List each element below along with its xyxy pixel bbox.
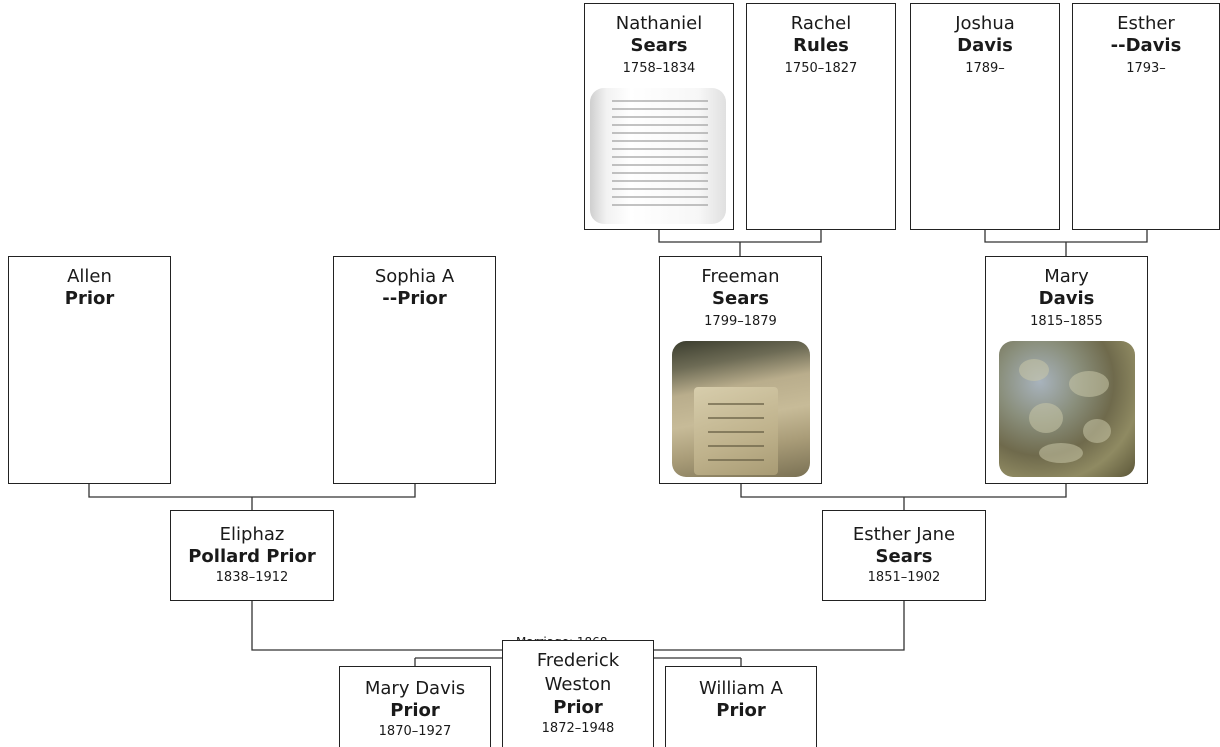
gravestone-photo[interactable] [999, 341, 1135, 477]
surname: --Prior [382, 288, 447, 309]
surname: Sears [875, 546, 933, 567]
person-card-mary[interactable]: Mary Davis 1815–1855 [985, 256, 1148, 484]
given-name: Allen [67, 266, 112, 287]
person-card-nathaniel[interactable]: Nathaniel Sears 1758–1834 [584, 3, 734, 230]
surname: Prior [553, 697, 603, 718]
life-years: 1838–1912 [215, 570, 289, 585]
life-years: 1789– [965, 61, 1005, 76]
person-card-eliphaz[interactable]: Eliphaz Pollard Prior 1838–1912 [170, 510, 334, 601]
person-card-joshua[interactable]: Joshua Davis 1789– [910, 3, 1060, 230]
connector-allen-sophia [88, 484, 416, 510]
given-name: Frederick Weston [536, 650, 620, 695]
person-card-allen[interactable]: Allen Prior [8, 256, 171, 484]
given-name: Rachel [790, 13, 852, 34]
surname: Prior [390, 700, 440, 721]
life-years: 1872–1948 [541, 721, 615, 736]
surname: Sears [712, 288, 769, 309]
life-years: 1870–1927 [378, 724, 452, 739]
surname: Davis [1038, 288, 1095, 309]
surname: Rules [793, 35, 849, 56]
surname: Sears [630, 35, 688, 56]
gravestone-photo[interactable] [672, 341, 810, 477]
surname: Prior [64, 288, 115, 309]
given-name: Esther Jane [852, 524, 956, 545]
surname: Pollard Prior [188, 546, 316, 567]
life-years: 1815–1855 [1030, 314, 1103, 329]
person-card-freeman[interactable]: Freeman Sears 1799–1879 [659, 256, 822, 484]
surname: Prior [716, 700, 766, 721]
given-name: Eliphaz [219, 524, 285, 545]
surname: --Davis [1110, 35, 1182, 56]
given-name: Mary Davis [364, 678, 466, 699]
person-card-rachel[interactable]: Rachel Rules 1750–1827 [746, 3, 896, 230]
life-years: 1851–1902 [867, 570, 941, 585]
given-name: William A [698, 678, 783, 699]
connector-joshua-esther [984, 230, 1148, 256]
document-thumbnail[interactable] [590, 88, 726, 224]
person-card-sophia[interactable]: Sophia A --Prior [333, 256, 496, 484]
given-name: Nathaniel [615, 13, 703, 34]
given-name: Freeman [701, 266, 780, 287]
person-card-william[interactable]: William A Prior [665, 666, 817, 747]
life-years: 1793– [1126, 61, 1166, 76]
life-years: 1799–1879 [704, 314, 777, 329]
connector-nathaniel-rachel [658, 230, 822, 256]
person-card-esther[interactable]: Esther --Davis 1793– [1072, 3, 1220, 230]
given-name: Joshua [955, 13, 1015, 34]
given-name: Mary [1044, 266, 1089, 287]
connector-freeman-mary [740, 484, 1067, 510]
life-years: 1758–1834 [622, 61, 696, 76]
given-name: Sophia A [374, 266, 455, 287]
given-name: Esther [1117, 13, 1175, 34]
life-years: 1750–1827 [784, 61, 858, 76]
person-card-esther-jane[interactable]: Esther Jane Sears 1851–1902 [822, 510, 986, 601]
person-card-mary-davis[interactable]: Mary Davis Prior 1870–1927 [339, 666, 491, 747]
surname: Davis [957, 35, 1013, 56]
person-card-frederick[interactable]: Frederick Weston Prior 1872–1948 [502, 640, 654, 747]
